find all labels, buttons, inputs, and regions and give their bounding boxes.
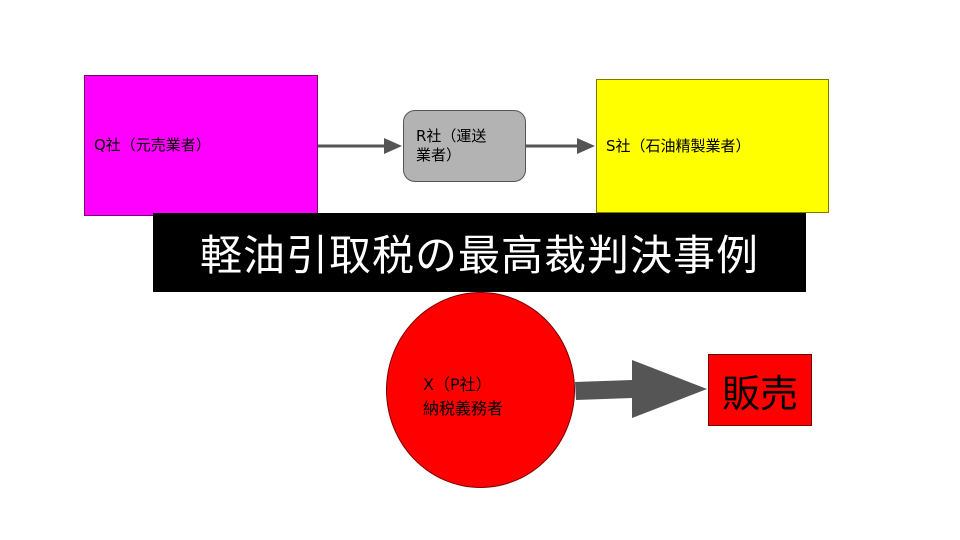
title-banner: 軽油引取税の最高裁判決事例 bbox=[153, 213, 806, 292]
node-r-company: R社（運送 業者） bbox=[403, 110, 526, 182]
node-q-company: Q社（元売業者） bbox=[84, 75, 318, 216]
arrow-r-to-s bbox=[526, 138, 595, 154]
page-title: 軽油引取税の最高裁判決事例 bbox=[199, 231, 759, 280]
node-s-company: S社（石油精製業者） bbox=[596, 79, 829, 213]
node-x-label: X（P社） 納税義務者 bbox=[423, 375, 504, 418]
node-sale: 販売 bbox=[708, 354, 812, 426]
node-r-label: R社（運送 業者） bbox=[416, 127, 487, 164]
arrow-x-to-sale bbox=[575, 360, 707, 418]
node-sale-label: 販売 bbox=[721, 371, 798, 416]
node-s-label: S社（石油精製業者） bbox=[606, 136, 751, 155]
node-q-label: Q社（元売業者） bbox=[94, 136, 211, 154]
node-x-taxpayer: X（P社） 納税義務者 bbox=[386, 292, 575, 488]
arrow-q-to-r bbox=[318, 138, 402, 154]
